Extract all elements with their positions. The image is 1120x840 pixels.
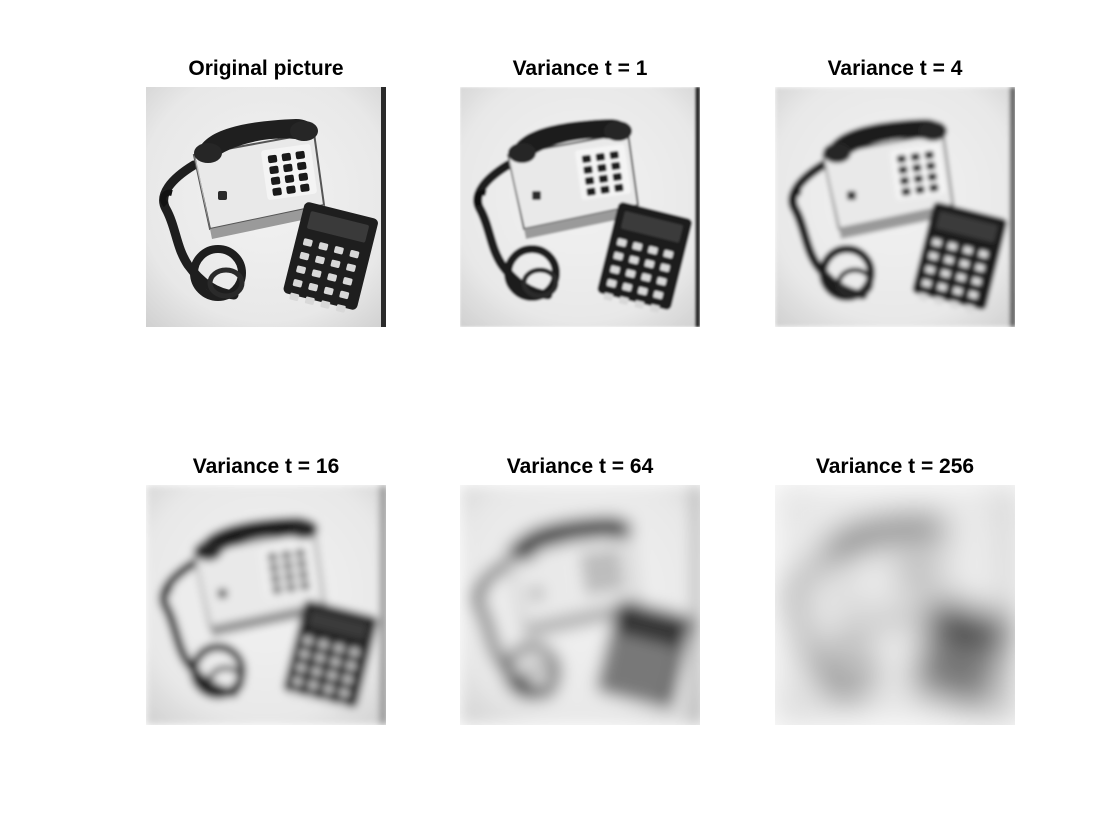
panel-title: Variance t = 64: [506, 455, 654, 478]
phone-image-original: [146, 87, 386, 327]
panel-title: Original picture: [188, 57, 344, 80]
panel-title: Variance t = 16: [192, 455, 340, 478]
phone-image-variance-64: [460, 485, 700, 725]
panel-title: Variance t = 4: [827, 57, 963, 80]
phone-image-variance-16: [146, 485, 386, 725]
panel-title: Variance t = 256: [815, 455, 975, 478]
phone-image-variance-256: [775, 485, 1015, 725]
phone-image-variance-1: [460, 87, 700, 327]
panel-title: Variance t = 1: [512, 57, 648, 80]
phone-image-variance-4: [775, 87, 1015, 327]
